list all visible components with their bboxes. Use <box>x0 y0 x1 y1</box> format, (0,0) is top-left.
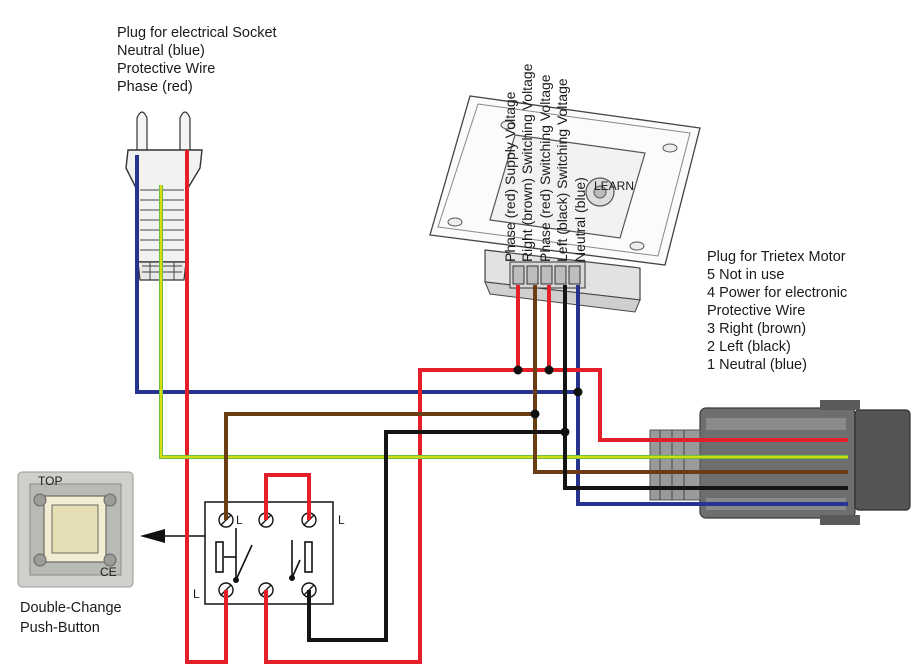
socket-plug-labels: Plug for electrical Socket Neutral (blue… <box>117 25 277 95</box>
wires <box>135 150 848 664</box>
motor-plug-line: 5 Not in use <box>707 267 784 283</box>
brand-label: LEARN <box>594 179 634 193</box>
junctions <box>513 365 583 437</box>
brown-wire <box>224 412 535 520</box>
terminal-label-l: L <box>236 513 243 527</box>
control-unit-terminal-labels: Phase (red) Supply Voltage Right (brown)… <box>502 63 634 262</box>
black-wire <box>563 285 848 490</box>
red-wire <box>264 473 311 520</box>
terminal-label: Neutral (blue) <box>572 177 588 262</box>
terminal-label: Right (brown) Switching Voltage <box>519 63 535 262</box>
socket-plug-title: Plug for electrical Socket <box>117 25 277 41</box>
push-button-caption: Double-Change Push-Button <box>20 600 122 636</box>
motor-plug-line: 4 Power for electronic <box>707 285 847 301</box>
motor-plug-line: 3 Right (brown) <box>707 321 806 337</box>
terminal-label-l: L <box>193 587 200 601</box>
push-button-caption-line: Push-Button <box>20 620 100 636</box>
motor-plug <box>649 400 911 525</box>
black-wire <box>307 430 565 642</box>
ce-mark: CE <box>100 565 117 579</box>
socket-plug-line: Phase (red) <box>117 79 193 95</box>
motor-plug-title: Plug for Trietex Motor <box>707 249 846 265</box>
terminal-label: Phase (red) Switching Voltage <box>537 74 553 262</box>
red-wire <box>264 368 848 664</box>
push-button-arrow <box>140 529 205 543</box>
terminal-label: Phase (red) Supply Voltage <box>502 91 518 262</box>
motor-plug-line: 2 Left (black) <box>707 339 791 355</box>
socket-plug-line: Protective Wire <box>117 61 215 77</box>
push-button: CE TOP <box>17 471 134 588</box>
socket-plug-line: Neutral (blue) <box>117 43 205 59</box>
push-button-caption-line: Double-Change <box>20 600 122 616</box>
control-unit <box>429 95 701 313</box>
blue-wire <box>135 155 578 394</box>
brown-wire <box>533 285 848 474</box>
motor-plug-line: Protective Wire <box>707 303 805 319</box>
motor-plug-line: 1 Neutral (blue) <box>707 357 807 373</box>
red-wire <box>185 150 228 664</box>
yellow-wire <box>160 185 848 458</box>
motor-plug-labels: Plug for Trietex Motor 5 Not in use 4 Po… <box>707 249 847 373</box>
switch-box: L L L <box>193 501 345 605</box>
top-mark: TOP <box>38 474 62 488</box>
blue-wire <box>576 285 848 506</box>
terminal-label-l: L <box>338 513 345 527</box>
terminal-label: Left (black) Switching Voltage <box>554 78 570 262</box>
